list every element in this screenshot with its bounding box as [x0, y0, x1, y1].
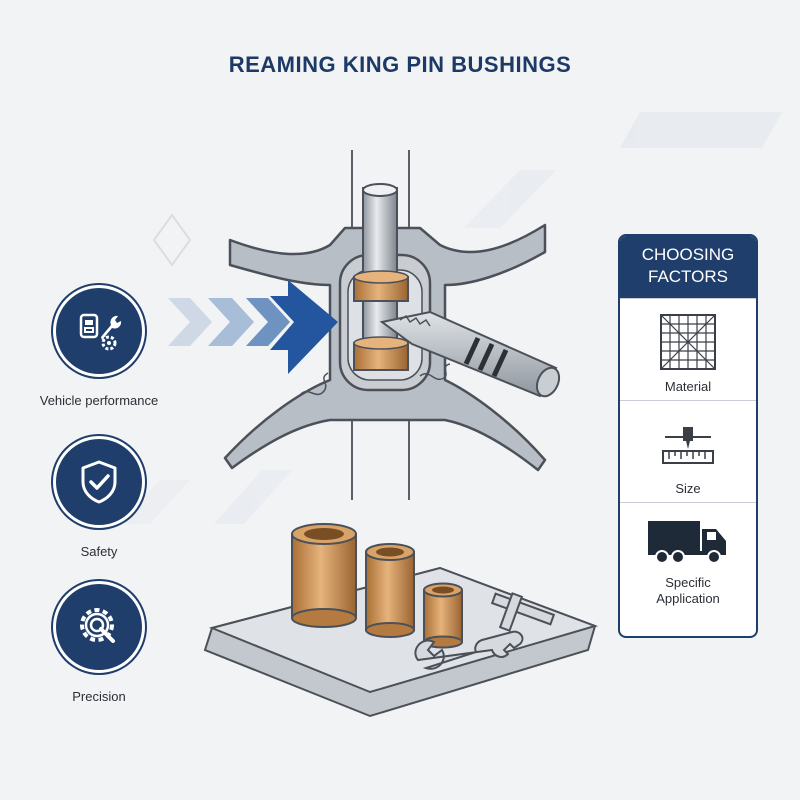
benefit-circle — [53, 581, 145, 673]
vertical-rails — [351, 150, 410, 500]
benefit-circle — [53, 285, 145, 377]
factor-specific-application: Specific Application — [620, 502, 756, 607]
factor-material: Material — [620, 298, 756, 400]
bushing-display-plate — [203, 523, 599, 718]
factor-label: Specific Application — [620, 575, 756, 607]
panel-heading-line1: CHOOSING — [641, 245, 735, 264]
factor-label-line1: Specific — [665, 575, 711, 590]
small-bushing — [423, 582, 463, 649]
benefit-safety: Safety — [24, 436, 174, 559]
factor-label-line2: Application — [656, 591, 720, 606]
benefit-label: Precision — [72, 689, 126, 704]
shield-check-icon — [81, 460, 117, 504]
benefit-precision: Precision — [24, 581, 174, 704]
background-decor — [120, 112, 782, 524]
wrench-tool — [414, 630, 524, 670]
benefit-circle — [53, 436, 145, 528]
panel-heading-line2: FACTORS — [648, 267, 728, 286]
reamer-tool — [299, 310, 561, 398]
medium-bushing — [365, 543, 415, 638]
choosing-factors-panel: CHOOSING FACTORS Material — [618, 234, 758, 638]
gear-magnifier-icon — [80, 608, 115, 643]
truck-icon — [648, 521, 726, 564]
gauge-tool — [490, 592, 556, 632]
benefit-label: Safety — [80, 544, 118, 559]
large-bushing — [291, 523, 357, 628]
car-parts-wrench-gear-icon — [79, 313, 122, 351]
direction-arrows — [168, 280, 338, 374]
factor-size: Size — [620, 400, 756, 502]
factor-label: Size — [675, 481, 701, 496]
benefit-label: Vehicle performance — [39, 393, 159, 408]
factor-label: Material — [664, 379, 712, 394]
bushing-bottom — [353, 336, 409, 371]
bushing-top — [353, 270, 409, 302]
material-mesh-icon — [660, 314, 716, 370]
panel-heading: CHOOSING FACTORS — [620, 236, 756, 298]
benefit-vehicle-performance: Vehicle performance — [24, 285, 174, 408]
caliper-ruler-icon — [662, 427, 714, 464]
page-title: REAMING KING PIN BUSHINGS — [228, 52, 572, 77]
